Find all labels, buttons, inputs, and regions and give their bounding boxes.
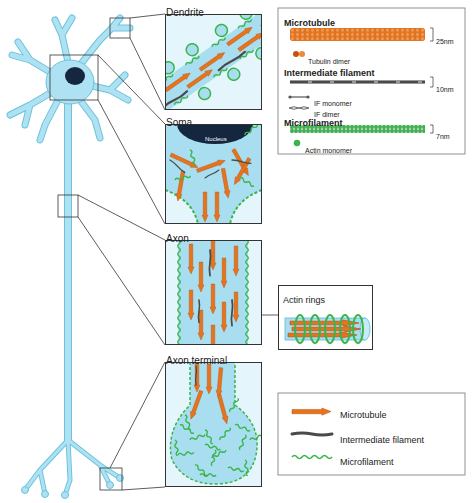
- legend-row: Microfilament: [340, 451, 394, 469]
- label-holder: Tubulin dimer: [308, 50, 350, 68]
- heading-holder: Dendrite: [166, 2, 204, 20]
- legend-box: [278, 393, 465, 475]
- dimension: 25nm: [436, 38, 454, 46]
- panel-heading: Axon terminal: [166, 355, 227, 366]
- dimension: 10nm: [436, 86, 454, 94]
- legend-text: Intermediate filament: [340, 436, 424, 446]
- key-heading: Intermediate filament: [284, 69, 375, 79]
- key-item: IF monomer: [314, 100, 352, 108]
- panel-heading: Axon: [166, 233, 189, 244]
- label-holder: Nucleus: [205, 127, 227, 145]
- key-heading: Microfilament: [284, 119, 343, 129]
- label-holder: Microtubule: [284, 12, 335, 30]
- axon-detail: [165, 240, 262, 345]
- panel-heading: Actin rings: [283, 296, 325, 306]
- key-heading: Microtubule: [284, 19, 335, 29]
- soma-detail: [165, 124, 262, 224]
- actin-rings-illustration: [285, 315, 370, 343]
- dimension: 7nm: [436, 133, 450, 141]
- label-holder: 25nm: [436, 30, 454, 48]
- terminal-detail: [165, 362, 262, 487]
- heading-holder: Soma: [166, 112, 192, 130]
- heading-holder: Axon: [166, 228, 189, 246]
- zoom-marks: [50, 14, 165, 490]
- panel-heading: Soma: [166, 117, 192, 128]
- inset-box: Actin rings: [278, 285, 373, 350]
- filament-key: [278, 8, 465, 154]
- label-holder: IF monomer: [314, 92, 352, 110]
- detail-panel: Axon terminal: [165, 362, 262, 487]
- key-item: Actin monomer: [305, 147, 352, 155]
- connector-line: [262, 315, 278, 316]
- legend-row: Microtubule: [340, 404, 387, 422]
- heading-holder: Axon terminal: [166, 350, 227, 368]
- legend-text: Microtubule: [340, 411, 387, 421]
- label-holder: 7nm: [436, 125, 450, 143]
- key-item: Tubulin dimer: [308, 58, 350, 66]
- label-holder: 10nm: [436, 78, 454, 96]
- label-holder: Actin monomer: [305, 139, 352, 157]
- neuron: [10, 18, 130, 499]
- heading-holder: Actin rings: [283, 289, 325, 307]
- nucleus: [65, 67, 85, 85]
- key-item: IF dimer: [314, 111, 340, 119]
- panel-heading: Dendrite: [166, 7, 204, 18]
- dendrite-detail: [165, 14, 262, 110]
- detail-panel: Axon: [165, 240, 262, 345]
- legend-row: Intermediate filament: [340, 429, 424, 447]
- legend-text: Microfilament: [340, 458, 394, 468]
- detail-panel: Dendrite: [165, 14, 262, 110]
- nucleus-label: Nucleus: [205, 136, 227, 143]
